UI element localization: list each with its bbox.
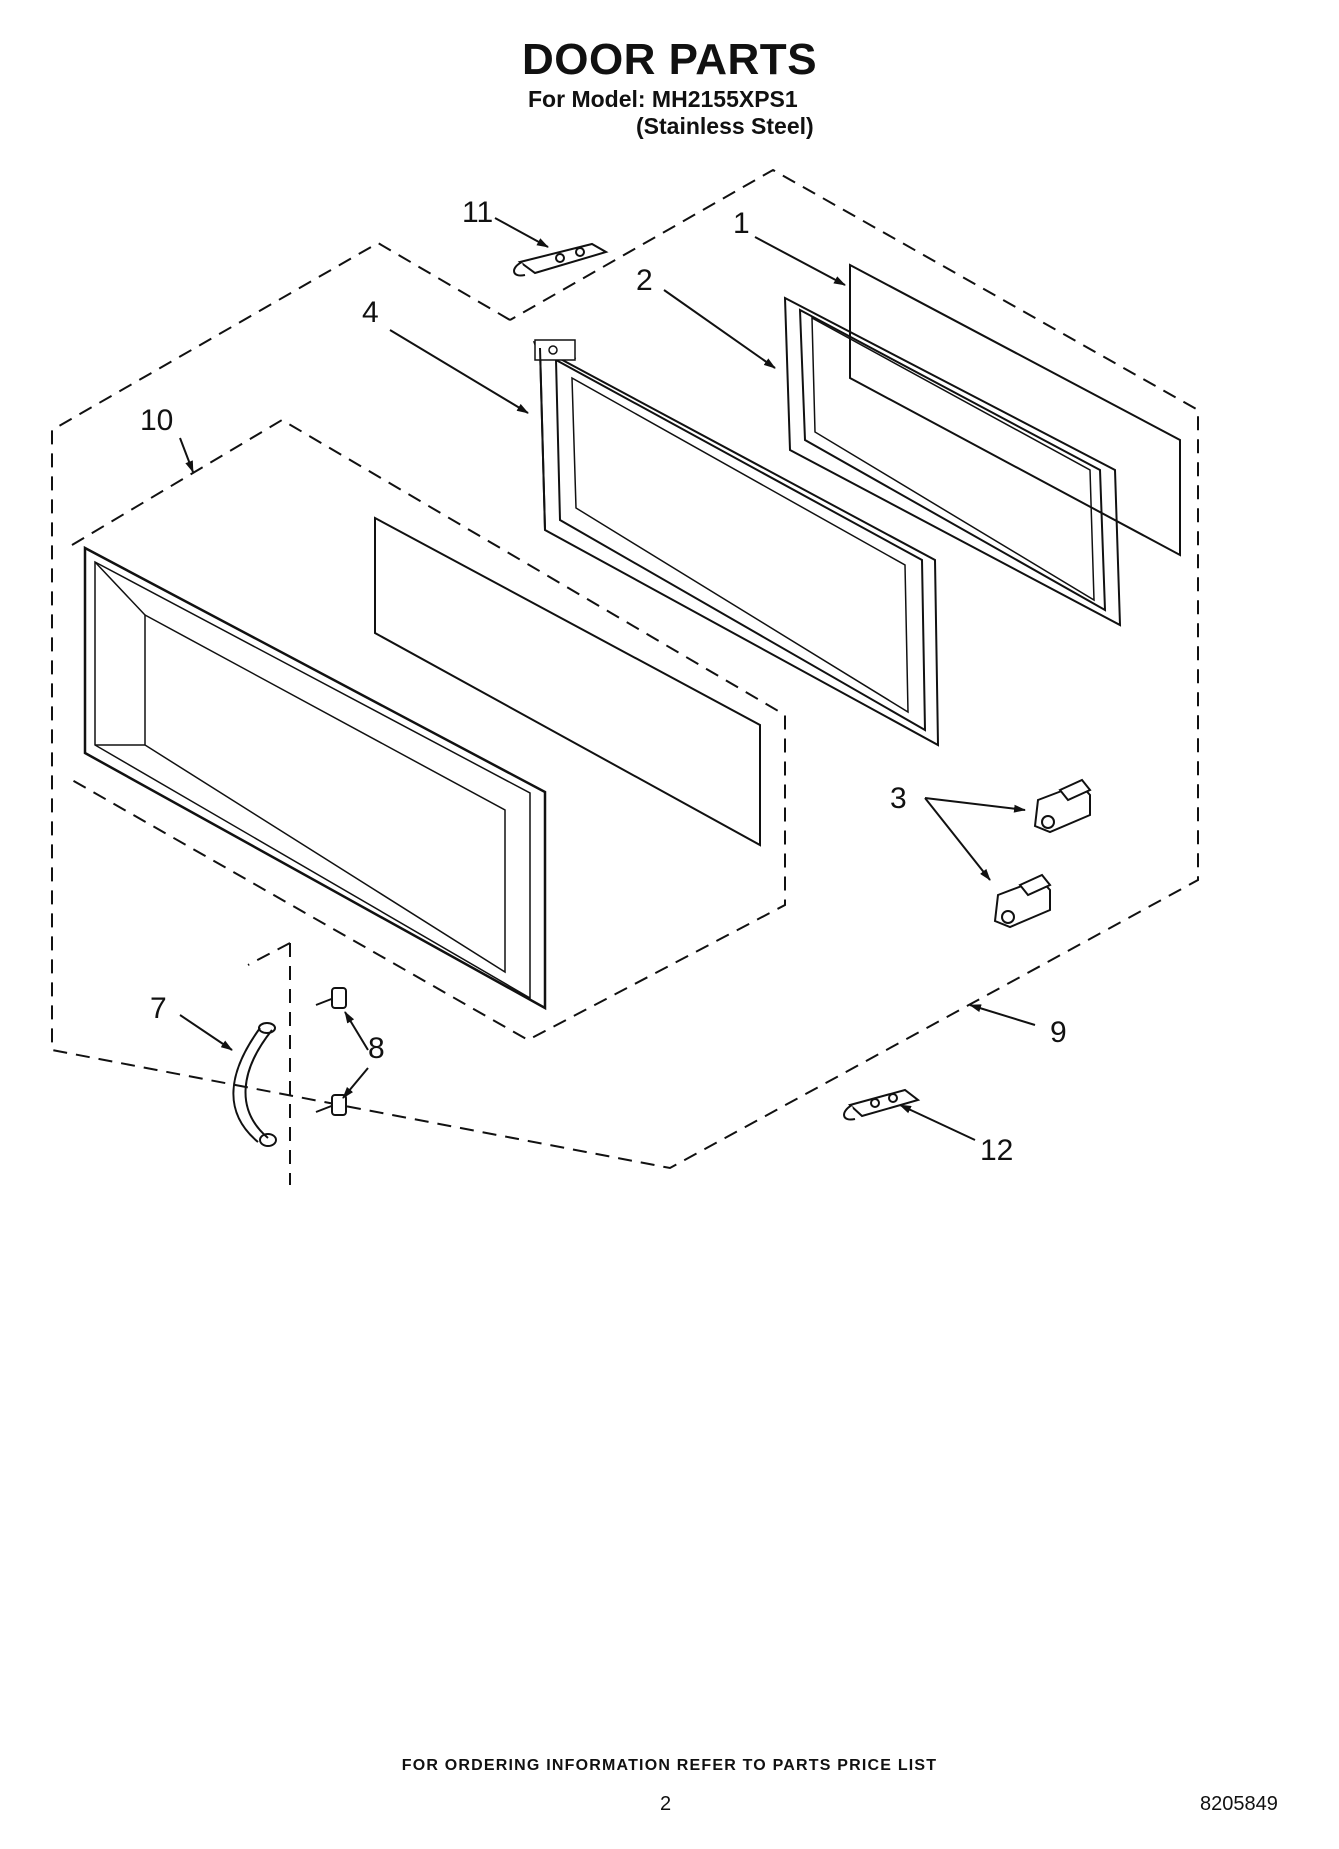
leader-lines [179, 217, 1036, 1141]
callout-4: 4 [362, 296, 379, 329]
finish-line: (Stainless Steel) [636, 113, 814, 139]
ordering-note: FOR ORDERING INFORMATION REFER TO PARTS … [401, 1757, 938, 1774]
part-3-latch-upper [1033, 778, 1092, 834]
part-3-latch-lower [993, 873, 1052, 929]
window-glass-panel [374, 516, 761, 847]
callout-11: 11 [462, 196, 493, 229]
page-number: 2 [660, 1793, 672, 1815]
model-line: For Model: MH2155XPS1 [528, 86, 798, 112]
part-11-upper-hinge [513, 242, 609, 277]
part-4-inner-door [532, 339, 940, 747]
page-title: DOOR PARTS [521, 35, 818, 84]
part-12-lower-hinge [843, 1088, 921, 1121]
part-8-screw-upper [315, 987, 347, 1009]
callout-12: 12 [980, 1134, 1013, 1167]
callout-10: 10 [140, 404, 173, 437]
document-number: 8205849 [1200, 1793, 1278, 1815]
callout-3: 3 [890, 782, 907, 815]
part-8-screw-lower [315, 1094, 347, 1116]
assembly-outline-dashed [51, 168, 1199, 1185]
part-10-door-front [83, 545, 547, 1011]
callout-8: 8 [368, 1032, 385, 1065]
callout-2: 2 [636, 264, 653, 297]
callout-1: 1 [733, 207, 750, 240]
callout-7: 7 [150, 992, 167, 1025]
part-1-glass-panel [849, 263, 1181, 557]
part-2-door-frame [783, 296, 1122, 627]
callout-9: 9 [1050, 1016, 1067, 1049]
inner-outline-dashed [71, 418, 786, 1042]
part-7-handle [232, 1022, 277, 1147]
